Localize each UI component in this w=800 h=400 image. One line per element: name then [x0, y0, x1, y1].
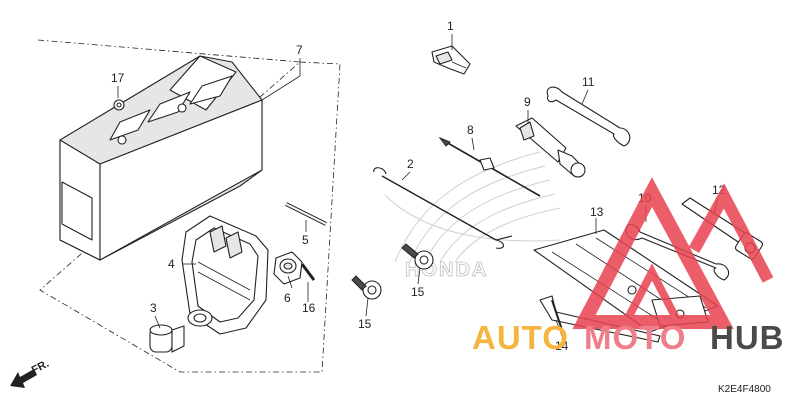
callout-1: 1 [447, 19, 454, 33]
callout-3: 3 [150, 301, 157, 315]
callout-17: 17 [111, 71, 125, 85]
tool-box [59, 55, 263, 261]
screwdriver-handle [515, 117, 586, 178]
screw-lower [351, 275, 382, 300]
callout-4: 4 [168, 257, 175, 271]
pin-small [300, 263, 316, 281]
watermark-text-hub: HUB [710, 319, 785, 356]
front-direction-indicator: FR. [10, 358, 51, 388]
watermark-triangle-logo [572, 177, 774, 329]
callout-13: 13 [590, 205, 604, 219]
strap [539, 295, 661, 343]
screwdriver-bit [438, 136, 541, 197]
watermark-text-moto: MOTO [584, 319, 686, 356]
cover [181, 215, 269, 335]
clip [431, 45, 471, 75]
grommet [149, 324, 185, 353]
callout-15-upper: 15 [411, 285, 425, 299]
drawing-code: K2E4F4800 [718, 384, 771, 395]
callout-7: 7 [296, 43, 303, 57]
front-arrow-icon [10, 369, 37, 388]
pin [285, 202, 327, 226]
callout-8: 8 [467, 123, 474, 137]
rod [373, 167, 513, 249]
collar [273, 251, 303, 285]
nut [113, 99, 125, 111]
watermark-text-auto: AUTO [472, 319, 569, 356]
callout-5: 5 [302, 233, 309, 247]
callout-9: 9 [524, 95, 531, 109]
screw-upper [401, 243, 434, 270]
callout-16: 16 [302, 301, 316, 315]
honda-wing-logo: HONDA [384, 151, 561, 281]
wrench-open-end [546, 86, 631, 147]
callout-11: 11 [582, 75, 595, 89]
callout-15-lower: 15 [358, 317, 372, 331]
direction-label: FR. [30, 358, 51, 377]
callout-14: 14 [555, 339, 569, 353]
callout-2: 2 [407, 157, 414, 171]
callout-6: 6 [284, 291, 291, 305]
watermark: AUTO MOTO HUB [472, 177, 785, 356]
